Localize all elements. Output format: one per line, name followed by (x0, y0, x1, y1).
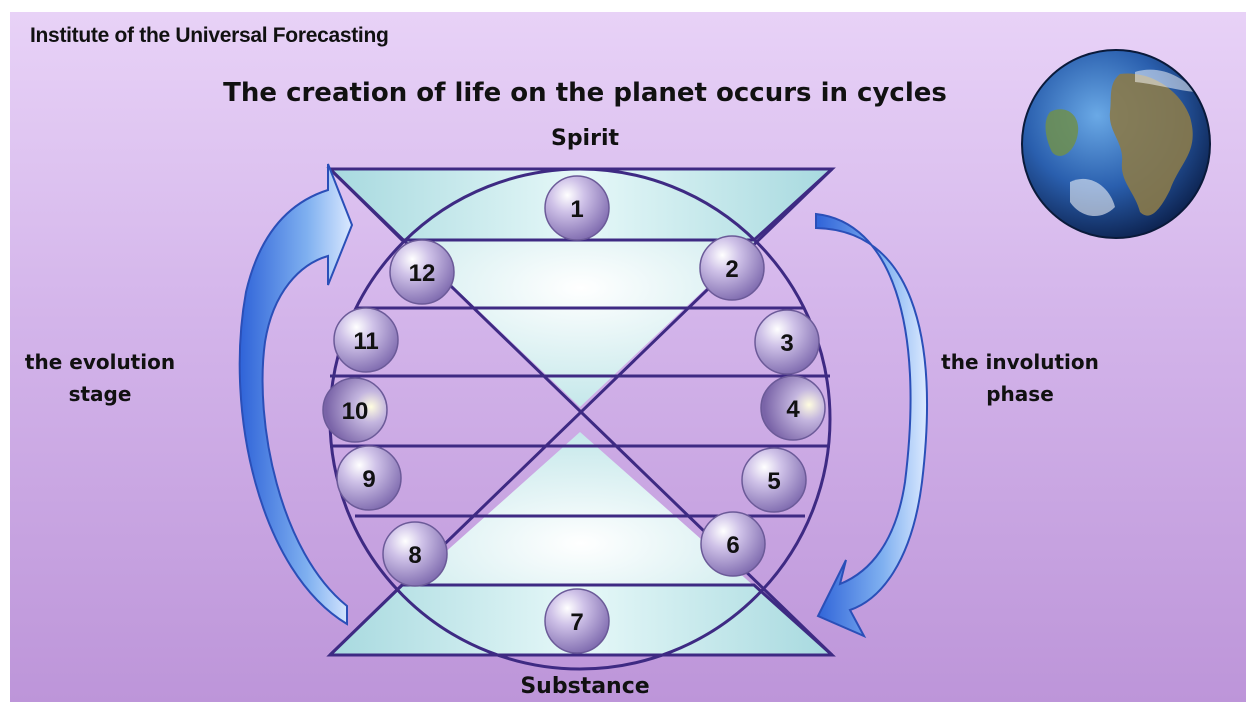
cycle-ball-7: 7 (544, 588, 610, 654)
institute-name: Institute of the Universal Forecasting (30, 24, 389, 47)
cycle-ball-1: 1 (544, 175, 610, 241)
involution-label-line1: the involution (941, 350, 1099, 374)
cycle-number: 1 (570, 196, 583, 223)
evolution-arrow-icon (238, 163, 354, 626)
cycle-diagram (238, 49, 1211, 671)
cycle-number: 5 (767, 468, 780, 495)
cycle-ball-6: 6 (700, 511, 766, 577)
evolution-label-line2: stage (68, 382, 132, 406)
cycle-ball-2: 2 (699, 235, 765, 301)
cycle-number: 6 (726, 532, 739, 559)
cycle-number: 7 (570, 609, 583, 636)
slide: Institute of the Universal Forecasting T… (10, 12, 1246, 702)
involution-label: the involution phase (930, 346, 1110, 410)
cycle-number: 2 (725, 256, 738, 283)
horizontal-lines (330, 238, 830, 587)
cycle-ball-10: 10 (322, 377, 388, 443)
cycle-ball-12: 12 (389, 239, 455, 305)
cycle-number: 9 (362, 466, 375, 493)
substance-label: Substance (520, 674, 650, 699)
earth-globe-icon (1021, 49, 1211, 239)
involution-arrow-icon (815, 212, 928, 639)
cycle-number: 8 (408, 542, 421, 569)
cycle-ball-9: 9 (336, 445, 402, 511)
cycle-number: 12 (409, 260, 436, 287)
cycle-ball-11: 11 (333, 307, 399, 373)
cycle-ball-5: 5 (741, 447, 807, 513)
cycle-number: 4 (786, 396, 800, 423)
evolution-label-line1: the evolution (24, 350, 176, 374)
evolution-label: the evolution stage (10, 346, 190, 410)
cycle-ball-8: 8 (382, 521, 448, 587)
cycle-ball-3: 3 (754, 309, 820, 375)
cycle-number: 3 (780, 330, 793, 357)
diagram-title: The creation of life on the planet occur… (223, 78, 947, 108)
cycle-number: 10 (342, 398, 369, 425)
cycle-ball-4: 4 (760, 375, 826, 441)
cycle-number: 11 (353, 328, 378, 355)
involution-label-line2: phase (986, 382, 1054, 406)
spirit-label: Spirit (550, 126, 620, 151)
